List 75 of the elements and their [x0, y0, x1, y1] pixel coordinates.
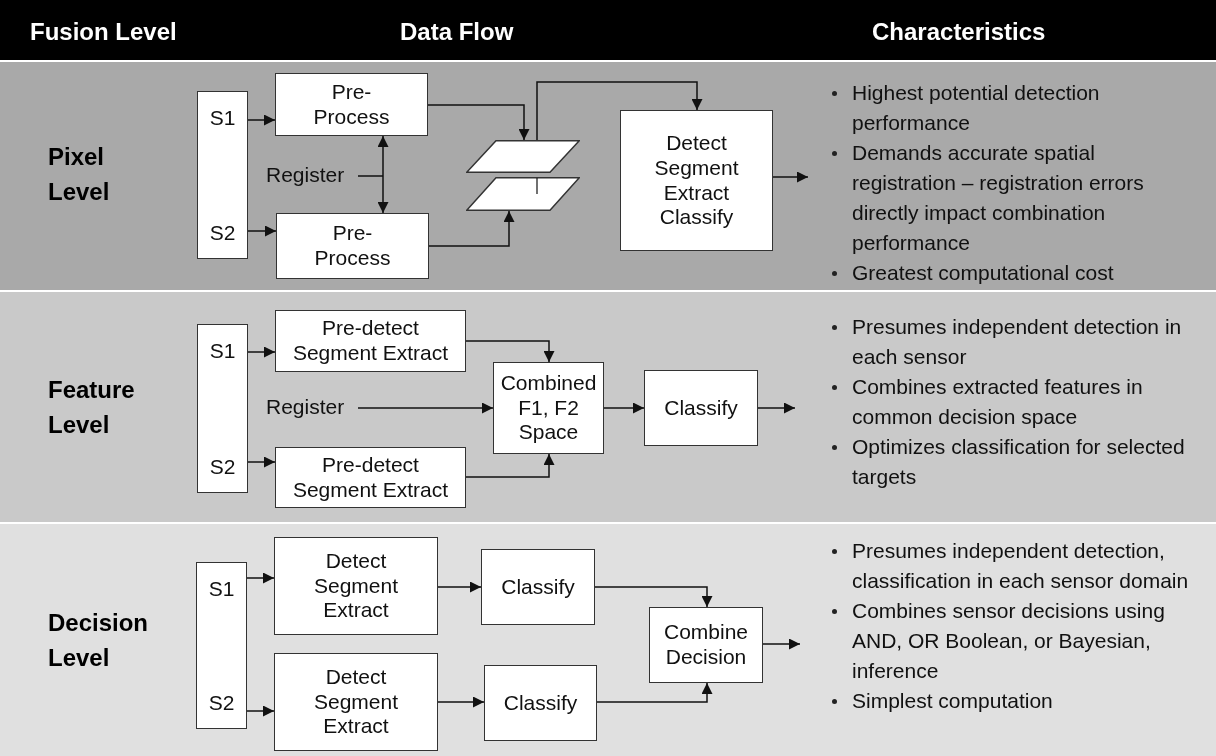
column-heading: Characteristics: [872, 18, 1046, 46]
register-label: Register: [266, 395, 345, 418]
characteristic-text: Presumes independent detection in each sensor: [852, 314, 1183, 370]
process-box: [274, 537, 438, 635]
box-label: Pre-Process: [313, 221, 392, 271]
double-arrow: [377, 135, 389, 214]
box-label: Combined F1, F2 Space: [499, 370, 598, 446]
arrow: [427, 104, 530, 141]
process-box: [620, 110, 773, 251]
process-box: [276, 213, 429, 279]
process-box: [275, 73, 428, 136]
arrow: [596, 682, 713, 703]
arrow: [603, 402, 645, 414]
sensor-label: S1: [208, 577, 235, 602]
box-label: Pre-detect Segment Extract: [291, 316, 450, 366]
arrow: [536, 81, 703, 141]
sensor-box: [197, 324, 248, 493]
process-box: [275, 310, 466, 372]
arrow: [246, 705, 275, 717]
arrow: [757, 402, 796, 414]
box-label: Detect Segment Extract: [312, 548, 400, 624]
arrow: [437, 581, 482, 593]
column-heading: Data Flow: [400, 18, 514, 46]
sensor-label: S1: [209, 106, 236, 131]
arrow: [762, 638, 801, 650]
arrow: [247, 456, 276, 468]
register-label: Register: [266, 163, 345, 186]
arrow: [772, 171, 809, 183]
process-box: [649, 607, 763, 683]
box-label: Classify: [503, 690, 578, 716]
sensor-label: S2: [208, 691, 235, 716]
sensor-label: S2: [209, 455, 236, 480]
characteristic-text: Presumes independent detection, classification in each sensor domain: [852, 538, 1190, 594]
arrow: [594, 586, 713, 608]
arrow: [428, 210, 515, 247]
level-band: [0, 524, 1216, 756]
arrow: [465, 453, 555, 478]
column-heading: Fusion Level: [30, 18, 177, 46]
level-title: Pixel Level: [48, 142, 111, 207]
arrow: [247, 225, 277, 237]
box-label: Detect Segment Extract: [312, 664, 400, 740]
process-box: [274, 653, 438, 751]
box-label: Classify: [664, 395, 738, 421]
characteristic-text: Highest potential detection performance: [852, 80, 1101, 136]
level-title: Feature Level: [48, 375, 136, 440]
process-box: [493, 362, 604, 454]
arrow: [357, 402, 494, 414]
process-box: [275, 447, 466, 508]
characteristic-text: Optimizes classification for selected targets: [852, 434, 1186, 490]
characteristic-text: Greatest computational cost: [852, 260, 1114, 286]
characteristic-text: Simplest computation: [852, 688, 1053, 714]
box-label: Pre-detect Segment Extract: [291, 452, 450, 503]
process-box: [644, 370, 758, 446]
level-band: [0, 62, 1216, 290]
process-box: [484, 665, 597, 741]
leader-line: [357, 175, 384, 177]
arrow: [465, 340, 555, 363]
box-label: Detect Segment Extract Classify: [653, 130, 740, 231]
process-box: [481, 549, 595, 625]
level-band: [0, 292, 1216, 522]
box-label: Pre-Process: [312, 79, 391, 130]
arrow: [246, 572, 275, 584]
sensor-box: [197, 91, 248, 259]
characteristic-text: Combines extracted features in common decision space: [852, 374, 1144, 430]
characteristic-text: Demands accurate spatial registration – registration errors directly impact combination performance: [852, 140, 1145, 256]
box-label: Combine Decision: [662, 620, 749, 670]
arrow: [247, 114, 276, 126]
arrow: [437, 696, 485, 708]
characteristic-text: Combines sensor decisions using AND, OR Boolean, or Bayesian, inference: [852, 598, 1166, 684]
sensor-box: [196, 562, 247, 729]
sensor-label: S1: [209, 339, 236, 364]
level-title: Decision Level: [48, 608, 150, 673]
arrow: [247, 346, 276, 358]
sensor-label: S2: [209, 221, 236, 246]
box-label: Classify: [501, 574, 575, 600]
